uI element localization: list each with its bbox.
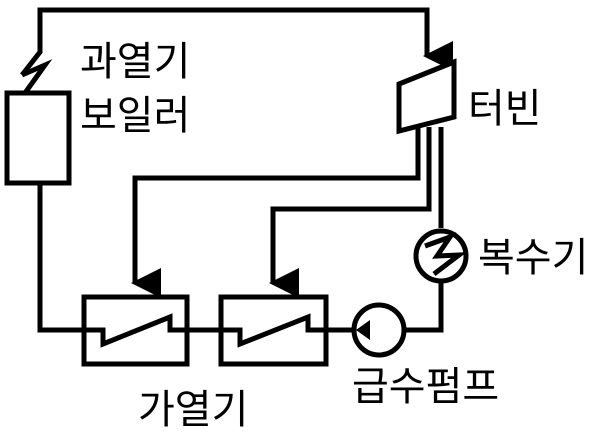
condenser-outlet <box>404 281 444 333</box>
extraction-line-1 <box>130 127 421 298</box>
heater-label: 가열기 <box>138 387 249 433</box>
feed-pump-label: 급수펌프 <box>352 364 500 410</box>
superheater-label: 과열기 <box>80 39 191 85</box>
boiler-label: 보일러 <box>80 93 191 139</box>
turbine-label: 터빈 <box>468 86 542 132</box>
heater-1-coil <box>84 313 187 348</box>
turbine-shape <box>396 58 457 135</box>
boiler-box <box>4 90 72 186</box>
superheater-zigzag <box>21 59 53 95</box>
feed-pump-arrow <box>356 320 370 340</box>
steam-line-top <box>20 7 453 77</box>
condenser-label: 복수기 <box>478 235 589 281</box>
condenser-coil <box>424 232 467 276</box>
heater-2-coil <box>221 313 326 348</box>
extraction-line-2 <box>268 127 432 298</box>
boiler-return-line <box>37 183 84 333</box>
